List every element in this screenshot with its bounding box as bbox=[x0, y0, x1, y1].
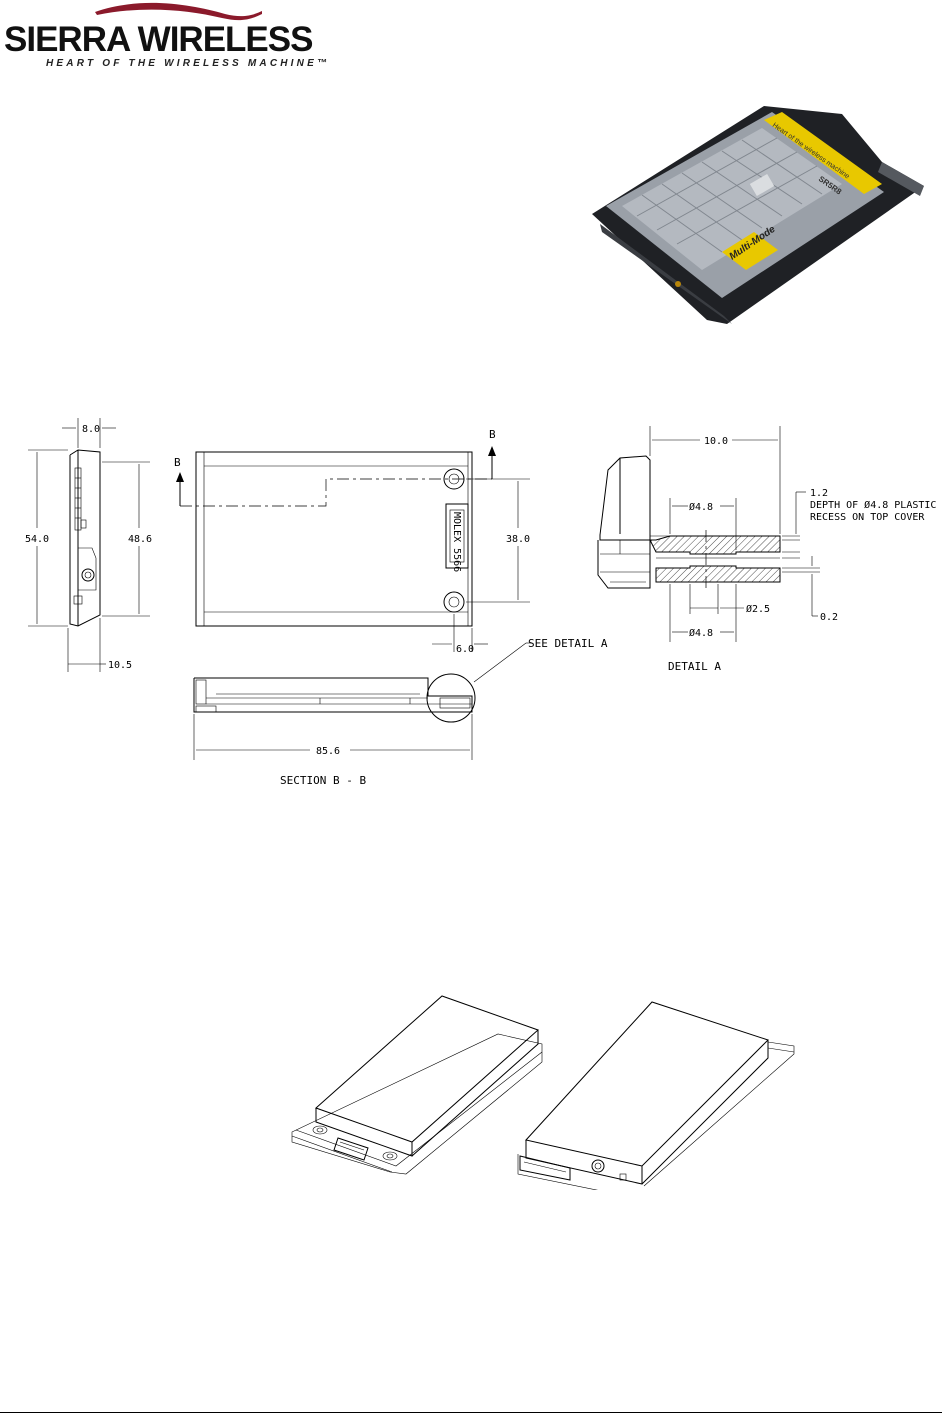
detail-view: 10.0 Ø4.8 1.2 DEPTH OF Ø4.8 PLASTIC RECE… bbox=[598, 426, 936, 673]
isometric-views bbox=[280, 990, 810, 1195]
top-view: MOLEX 5566 B B 38.0 6.0 SEE DETAIL A bbox=[174, 428, 608, 682]
brand-name: SIERRA WIRELESS bbox=[4, 22, 312, 57]
dim-hole-offset: 6.0 bbox=[456, 644, 474, 655]
dim-side-thickness-bottom: 10.5 bbox=[108, 660, 132, 671]
recess-note-line1: DEPTH OF Ø4.8 PLASTIC bbox=[810, 499, 936, 511]
dim-side-height-overall: 54.0 bbox=[25, 534, 49, 545]
dim-side-height-inner: 48.6 bbox=[128, 534, 152, 545]
detail-caption: DETAIL A bbox=[668, 660, 721, 673]
dim-recess-dia: Ø4.8 bbox=[689, 501, 713, 513]
footer-rule bbox=[0, 1412, 942, 1413]
dim-gap: 0.2 bbox=[820, 612, 838, 623]
brand-tagline: HEART OF THE WIRELESS MACHINE™ bbox=[46, 58, 330, 69]
dim-detail-width: 10.0 bbox=[704, 436, 728, 447]
section-mark-left: B bbox=[174, 456, 181, 469]
recess-note-line2: RECESS ON TOP COVER bbox=[810, 512, 925, 523]
mechanical-drawing: 8.0 54.0 48.6 10.5 MOLEX 5566 B bbox=[0, 400, 942, 805]
sierra-wireless-logo: SIERRA WIRELESS HEART OF THE WIRELESS MA… bbox=[0, 0, 370, 80]
dim-hole-spacing: 38.0 bbox=[506, 534, 530, 545]
dim-recess-depth: 1.2 bbox=[810, 488, 828, 499]
see-detail-callout: SEE DETAIL A bbox=[528, 637, 608, 650]
isometric-side-module bbox=[518, 1002, 794, 1190]
screw-icon bbox=[675, 281, 681, 287]
side-view: 8.0 54.0 48.6 10.5 bbox=[25, 418, 152, 672]
module-photo: Heart of the wireless machine SR5R8 Mult… bbox=[582, 102, 932, 332]
side-hole-icon bbox=[82, 569, 94, 581]
section-caption: SECTION B - B bbox=[280, 774, 366, 787]
section-view: 85.6 SECTION B - B bbox=[194, 674, 475, 787]
dim-length: 85.6 bbox=[316, 746, 340, 757]
section-mark-right: B bbox=[489, 428, 496, 441]
iso-side-connector bbox=[520, 1156, 570, 1180]
dim-hole-dia: Ø2.5 bbox=[746, 603, 770, 615]
dim-side-thickness-top: 8.0 bbox=[82, 424, 100, 435]
iso-side-hole-icon bbox=[592, 1160, 604, 1172]
mount-hole-bottom-icon bbox=[444, 592, 464, 612]
connector-text: MOLEX 5566 bbox=[451, 512, 462, 572]
dim-bottom-dia: Ø4.8 bbox=[689, 627, 713, 639]
isometric-top-module bbox=[292, 996, 542, 1174]
